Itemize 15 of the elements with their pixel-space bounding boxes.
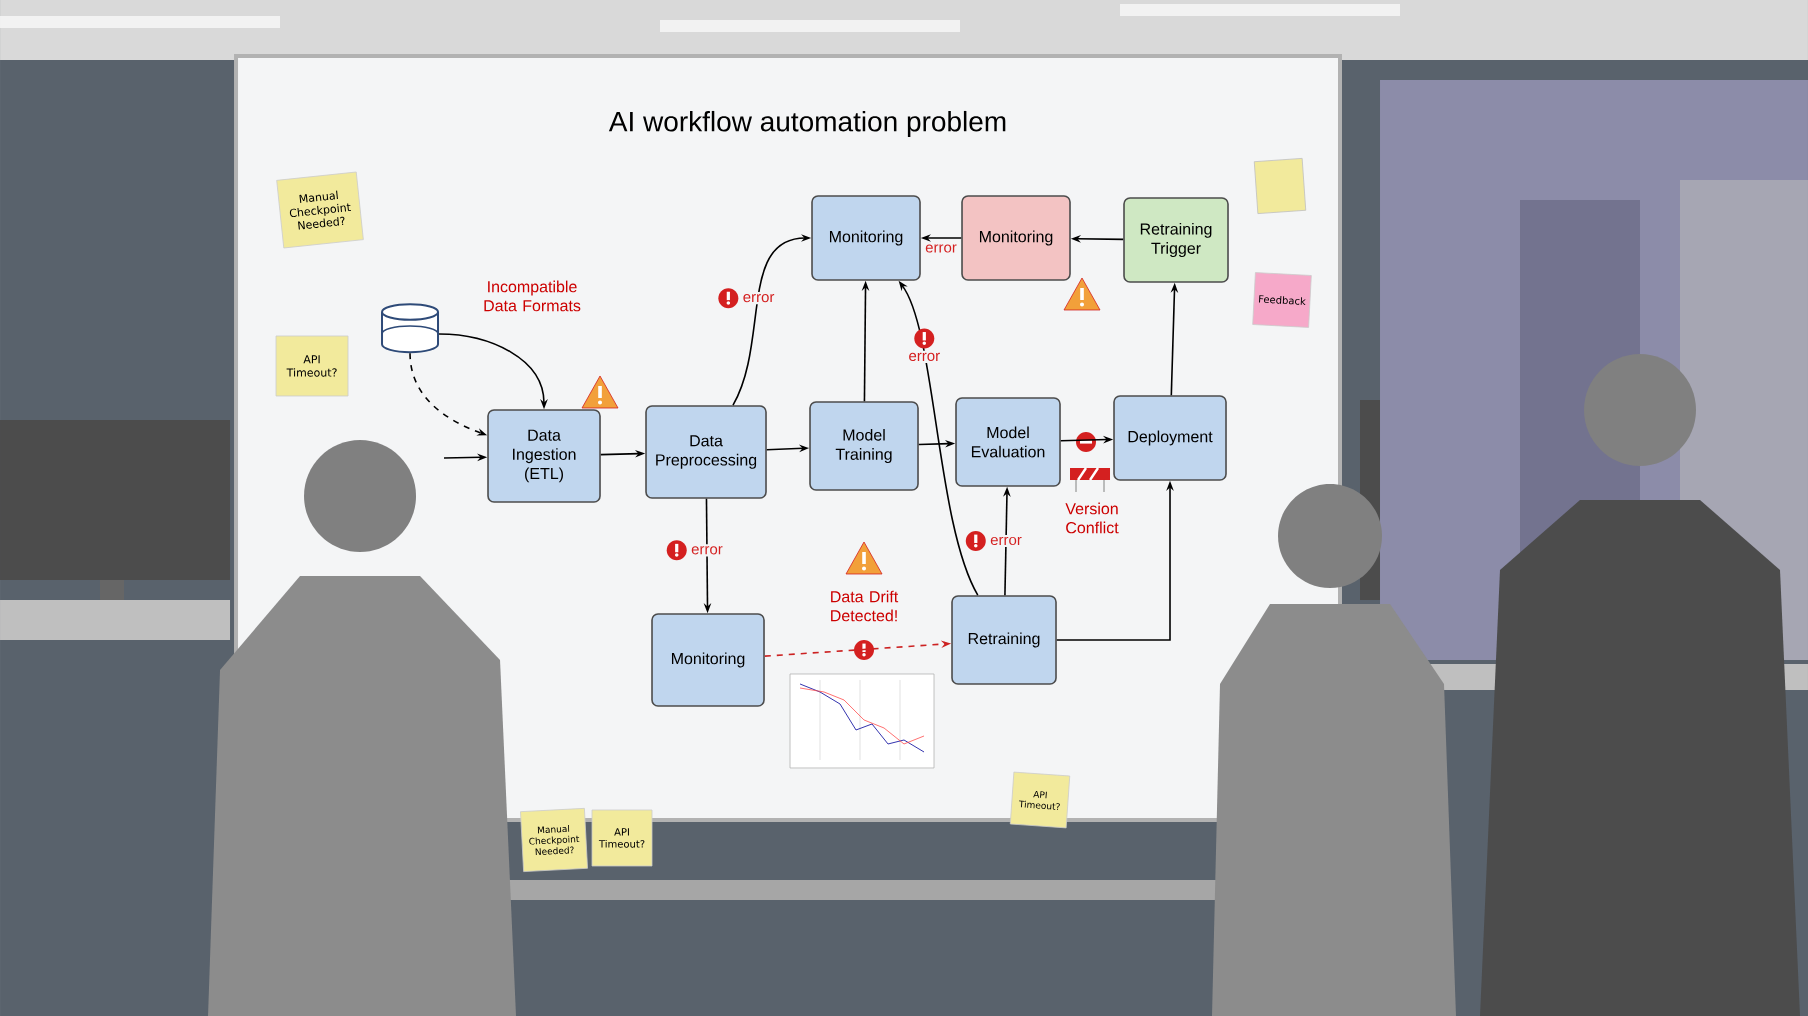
process-box: Monitoring — [961, 195, 1071, 281]
process-box: Monitoring — [651, 613, 765, 707]
process-box: Monitoring — [811, 195, 921, 281]
process-box: Model Evaluation — [955, 397, 1061, 487]
process-box: Retraining Trigger — [1123, 197, 1229, 283]
title: AI workflow automation problem — [608, 110, 1006, 138]
process-box: Model Training — [809, 401, 919, 491]
process-box: Deployment — [1113, 395, 1227, 481]
warning-label: Incompatible Data Formats — [484, 280, 581, 312]
process-box: Data Preprocessing — [645, 405, 767, 499]
warning-label: Version Conflict — [1065, 502, 1119, 534]
warning-label: Data Drift Detected! — [831, 590, 899, 622]
process-box: Retraining — [951, 595, 1057, 685]
process-box: Data Ingestion (ETL) — [487, 409, 601, 503]
database-icon — [381, 303, 439, 354]
